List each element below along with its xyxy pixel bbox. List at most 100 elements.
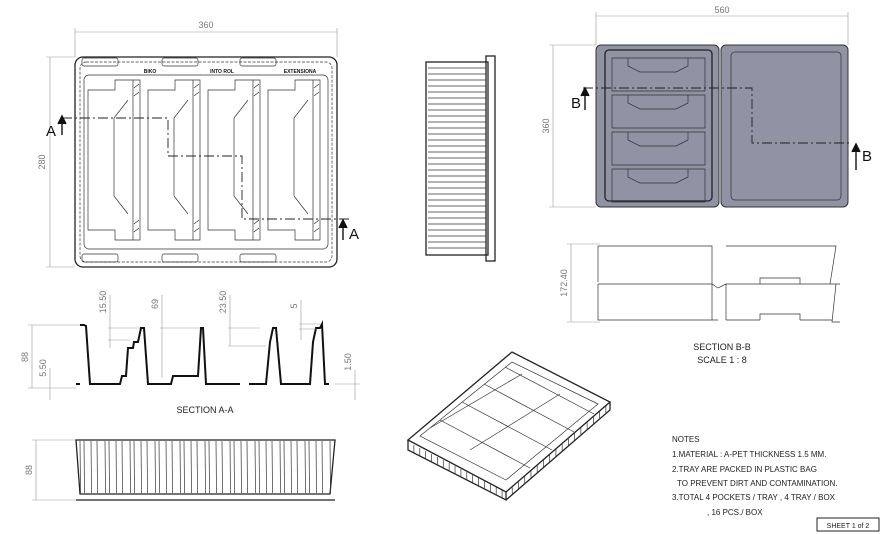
top-view: 360 280 BIKO INTO ROL EXTENSIONA A A <box>37 20 359 268</box>
rib <box>165 440 167 494</box>
section-line-b <box>583 87 850 144</box>
rib <box>140 440 142 494</box>
rib <box>83 440 85 494</box>
side-outline <box>425 61 489 256</box>
tray-outline <box>74 56 338 268</box>
rib <box>321 440 323 494</box>
dimension-label: 5.50 <box>38 359 48 377</box>
section-arrow-icon <box>851 142 861 170</box>
rib <box>265 440 267 494</box>
height-dimension: 88 <box>24 465 34 475</box>
pocket <box>611 168 706 203</box>
hatch <box>253 83 260 233</box>
section-aa: 88 5.50 15.50 69 23.50 5 1.50 SECTION A-… <box>20 291 360 415</box>
tray-right-lid <box>720 44 849 208</box>
section-line-a <box>62 117 350 220</box>
height-dimension: 360 <box>541 118 551 133</box>
pocket <box>147 79 201 241</box>
side-view-horizontal: 88 <box>24 439 336 501</box>
rib <box>108 440 110 494</box>
section-title: SECTION B-B <box>693 342 751 352</box>
note-line: 2.TRAY ARE PACKED IN PLASTIC BAG <box>672 465 817 474</box>
pocket <box>207 79 261 241</box>
rib <box>196 440 198 494</box>
sheet-box <box>816 517 880 532</box>
section-marker: B <box>862 148 872 165</box>
pocket <box>87 79 141 241</box>
section-marker: A <box>349 226 359 243</box>
rib <box>229 440 231 494</box>
rib <box>308 440 310 494</box>
section-bb-profile <box>597 245 840 323</box>
section-bb: 172.40 SECTION B-B SCALE 1 : 8 <box>559 243 840 365</box>
pocket <box>611 57 706 92</box>
pocket <box>267 79 321 241</box>
rim-tab <box>81 253 119 263</box>
rib <box>190 440 192 494</box>
rim-tab <box>239 57 277 67</box>
rib <box>154 440 156 494</box>
dimension-label: 88 <box>20 352 30 362</box>
dimension-label: 1.50 <box>343 353 353 371</box>
note-line: 1.MATERIAL : A-PET THICKNESS 1.5 MM. <box>672 450 826 459</box>
pocket-label: INTO ROL <box>210 69 234 75</box>
section-marker: A <box>46 123 56 140</box>
dimension-label: 23.50 <box>218 291 228 314</box>
sheet-number: SHEET 1 of 2 <box>827 523 870 530</box>
rim-tab <box>81 57 119 67</box>
isometric-view <box>406 351 612 502</box>
notes: NOTES 1.MATERIAL : A-PET THICKNESS 1.5 M… <box>672 435 837 517</box>
section-aa-profile <box>76 320 329 385</box>
side-view-vertical <box>425 55 496 262</box>
rib <box>258 440 260 494</box>
rib <box>208 440 210 494</box>
rib <box>179 440 181 494</box>
rib <box>304 440 306 494</box>
rib <box>329 440 331 494</box>
height-dimension: 280 <box>37 154 47 169</box>
assembly-view: 560 360 B B <box>541 5 872 208</box>
rim-tab <box>239 253 277 263</box>
section-arrow-icon <box>338 218 348 240</box>
rib <box>246 440 248 494</box>
rib <box>315 440 317 494</box>
section-arrow-icon <box>57 114 67 135</box>
rib <box>204 440 206 494</box>
dimension-label: 15.50 <box>98 291 108 314</box>
rib <box>271 440 273 494</box>
section-title: SECTION A-A <box>176 405 233 415</box>
notes-title: NOTES <box>672 435 700 444</box>
rim-tab <box>161 253 199 263</box>
rib <box>171 440 173 494</box>
rib <box>279 440 281 494</box>
rib <box>240 440 242 494</box>
rib <box>96 440 98 494</box>
rib <box>283 440 285 494</box>
hatch <box>133 83 140 233</box>
rib <box>115 440 117 494</box>
rib <box>129 440 131 494</box>
scale-label: SCALE 1 : 8 <box>697 355 747 365</box>
note-line: 3.TOTAL 4 POCKETS / TRAY , 4 TRAY / BOX <box>672 493 836 502</box>
pocket <box>611 94 706 129</box>
side-outline <box>75 439 336 501</box>
height-dimension: 172.40 <box>559 269 569 297</box>
section-marker: B <box>571 95 581 112</box>
rib <box>146 440 148 494</box>
dimension-label: 69 <box>150 299 160 309</box>
hatch <box>313 83 320 233</box>
iso-outline <box>406 351 612 493</box>
rib <box>158 440 160 494</box>
pocket-label: BIKO <box>144 69 157 75</box>
section-arrow-icon <box>580 86 590 110</box>
rib <box>104 440 106 494</box>
width-dimension: 360 <box>198 20 213 30</box>
rib <box>79 440 81 494</box>
rib <box>233 440 235 494</box>
rib <box>296 440 298 494</box>
rib <box>90 440 92 494</box>
rib <box>290 440 292 494</box>
tray-left <box>595 44 720 208</box>
rib <box>183 440 185 494</box>
